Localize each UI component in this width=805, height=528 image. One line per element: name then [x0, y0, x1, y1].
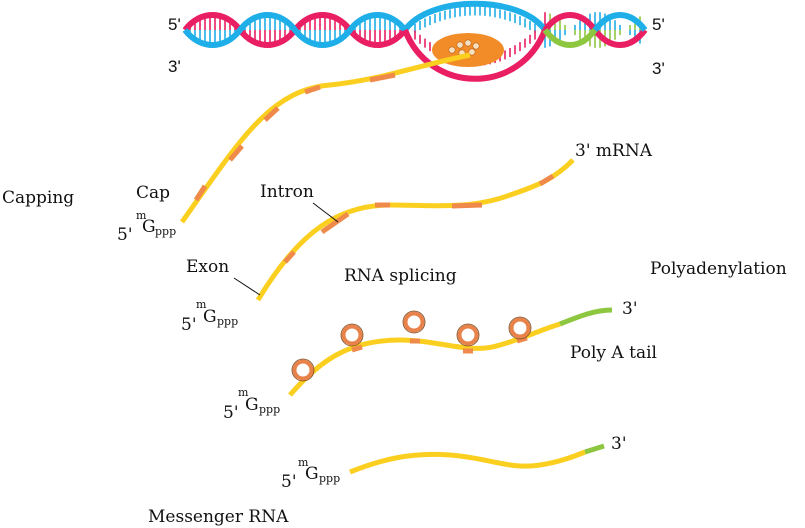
polymerase-dots — [448, 39, 480, 57]
spliced-rna — [288, 307, 613, 397]
cap-group-1: 5' m G ppp — [117, 209, 176, 245]
polyadenylation-label: Polyadenylation — [650, 259, 787, 279]
mature-three-prime-label: 3' — [611, 434, 627, 454]
spliceosome-rings — [292, 311, 531, 381]
poly-a-tail-label: Poly A tail — [570, 343, 657, 363]
svg-text:G: G — [142, 217, 156, 237]
svg-text:5': 5' — [117, 225, 133, 245]
svg-text:5': 5' — [281, 472, 297, 492]
svg-text:G: G — [305, 464, 319, 484]
dna-strand-blue-right — [592, 12, 648, 32]
dna-bubble-top — [402, 0, 548, 32]
dna-strand-blue — [182, 12, 408, 48]
cap-group-2: 5' m G ppp — [181, 298, 238, 335]
svg-text:m: m — [136, 209, 147, 222]
spliced-three-prime-label: 3' — [622, 299, 638, 319]
svg-text:m: m — [298, 456, 309, 469]
dna-bubble-bottom — [402, 28, 548, 82]
svg-text:5': 5' — [181, 315, 197, 335]
svg-text:m: m — [238, 386, 249, 399]
dna-right-top-label: 5' — [652, 15, 665, 34]
pre-mrna — [233, 158, 575, 302]
svg-text:G: G — [245, 395, 259, 415]
svg-text:ppp: ppp — [259, 403, 280, 416]
cap-group-3: 5' m G ppp — [223, 386, 280, 423]
svg-text:m: m — [196, 298, 207, 311]
dna-left-bottom-label: 3' — [168, 57, 181, 76]
svg-text:5': 5' — [223, 403, 239, 423]
nascent-transcript — [179, 52, 471, 224]
cap-group-4: 5' m G ppp — [281, 456, 340, 492]
messenger-rna-label: Messenger RNA — [148, 507, 289, 527]
dna-right-bottom-label: 3' — [652, 59, 665, 78]
rna-splicing-label: RNA splicing — [344, 266, 457, 286]
cap-label: Cap — [136, 183, 170, 203]
exon-label: Exon — [186, 257, 229, 277]
exon-pointer — [233, 277, 261, 296]
intron-pointer — [312, 202, 339, 223]
svg-text:ppp: ppp — [155, 225, 176, 238]
dna-strand-green-right — [542, 28, 598, 48]
mature-mrna — [349, 443, 605, 475]
intron-label: Intron — [260, 182, 314, 202]
svg-text:ppp: ppp — [217, 315, 238, 328]
svg-text:ppp: ppp — [319, 472, 340, 485]
dna-left-top-label: 5' — [168, 15, 181, 34]
capping-label: Capping — [2, 188, 74, 208]
mrna-end-label: 3' mRNA — [575, 141, 653, 161]
svg-text:G: G — [203, 307, 217, 327]
